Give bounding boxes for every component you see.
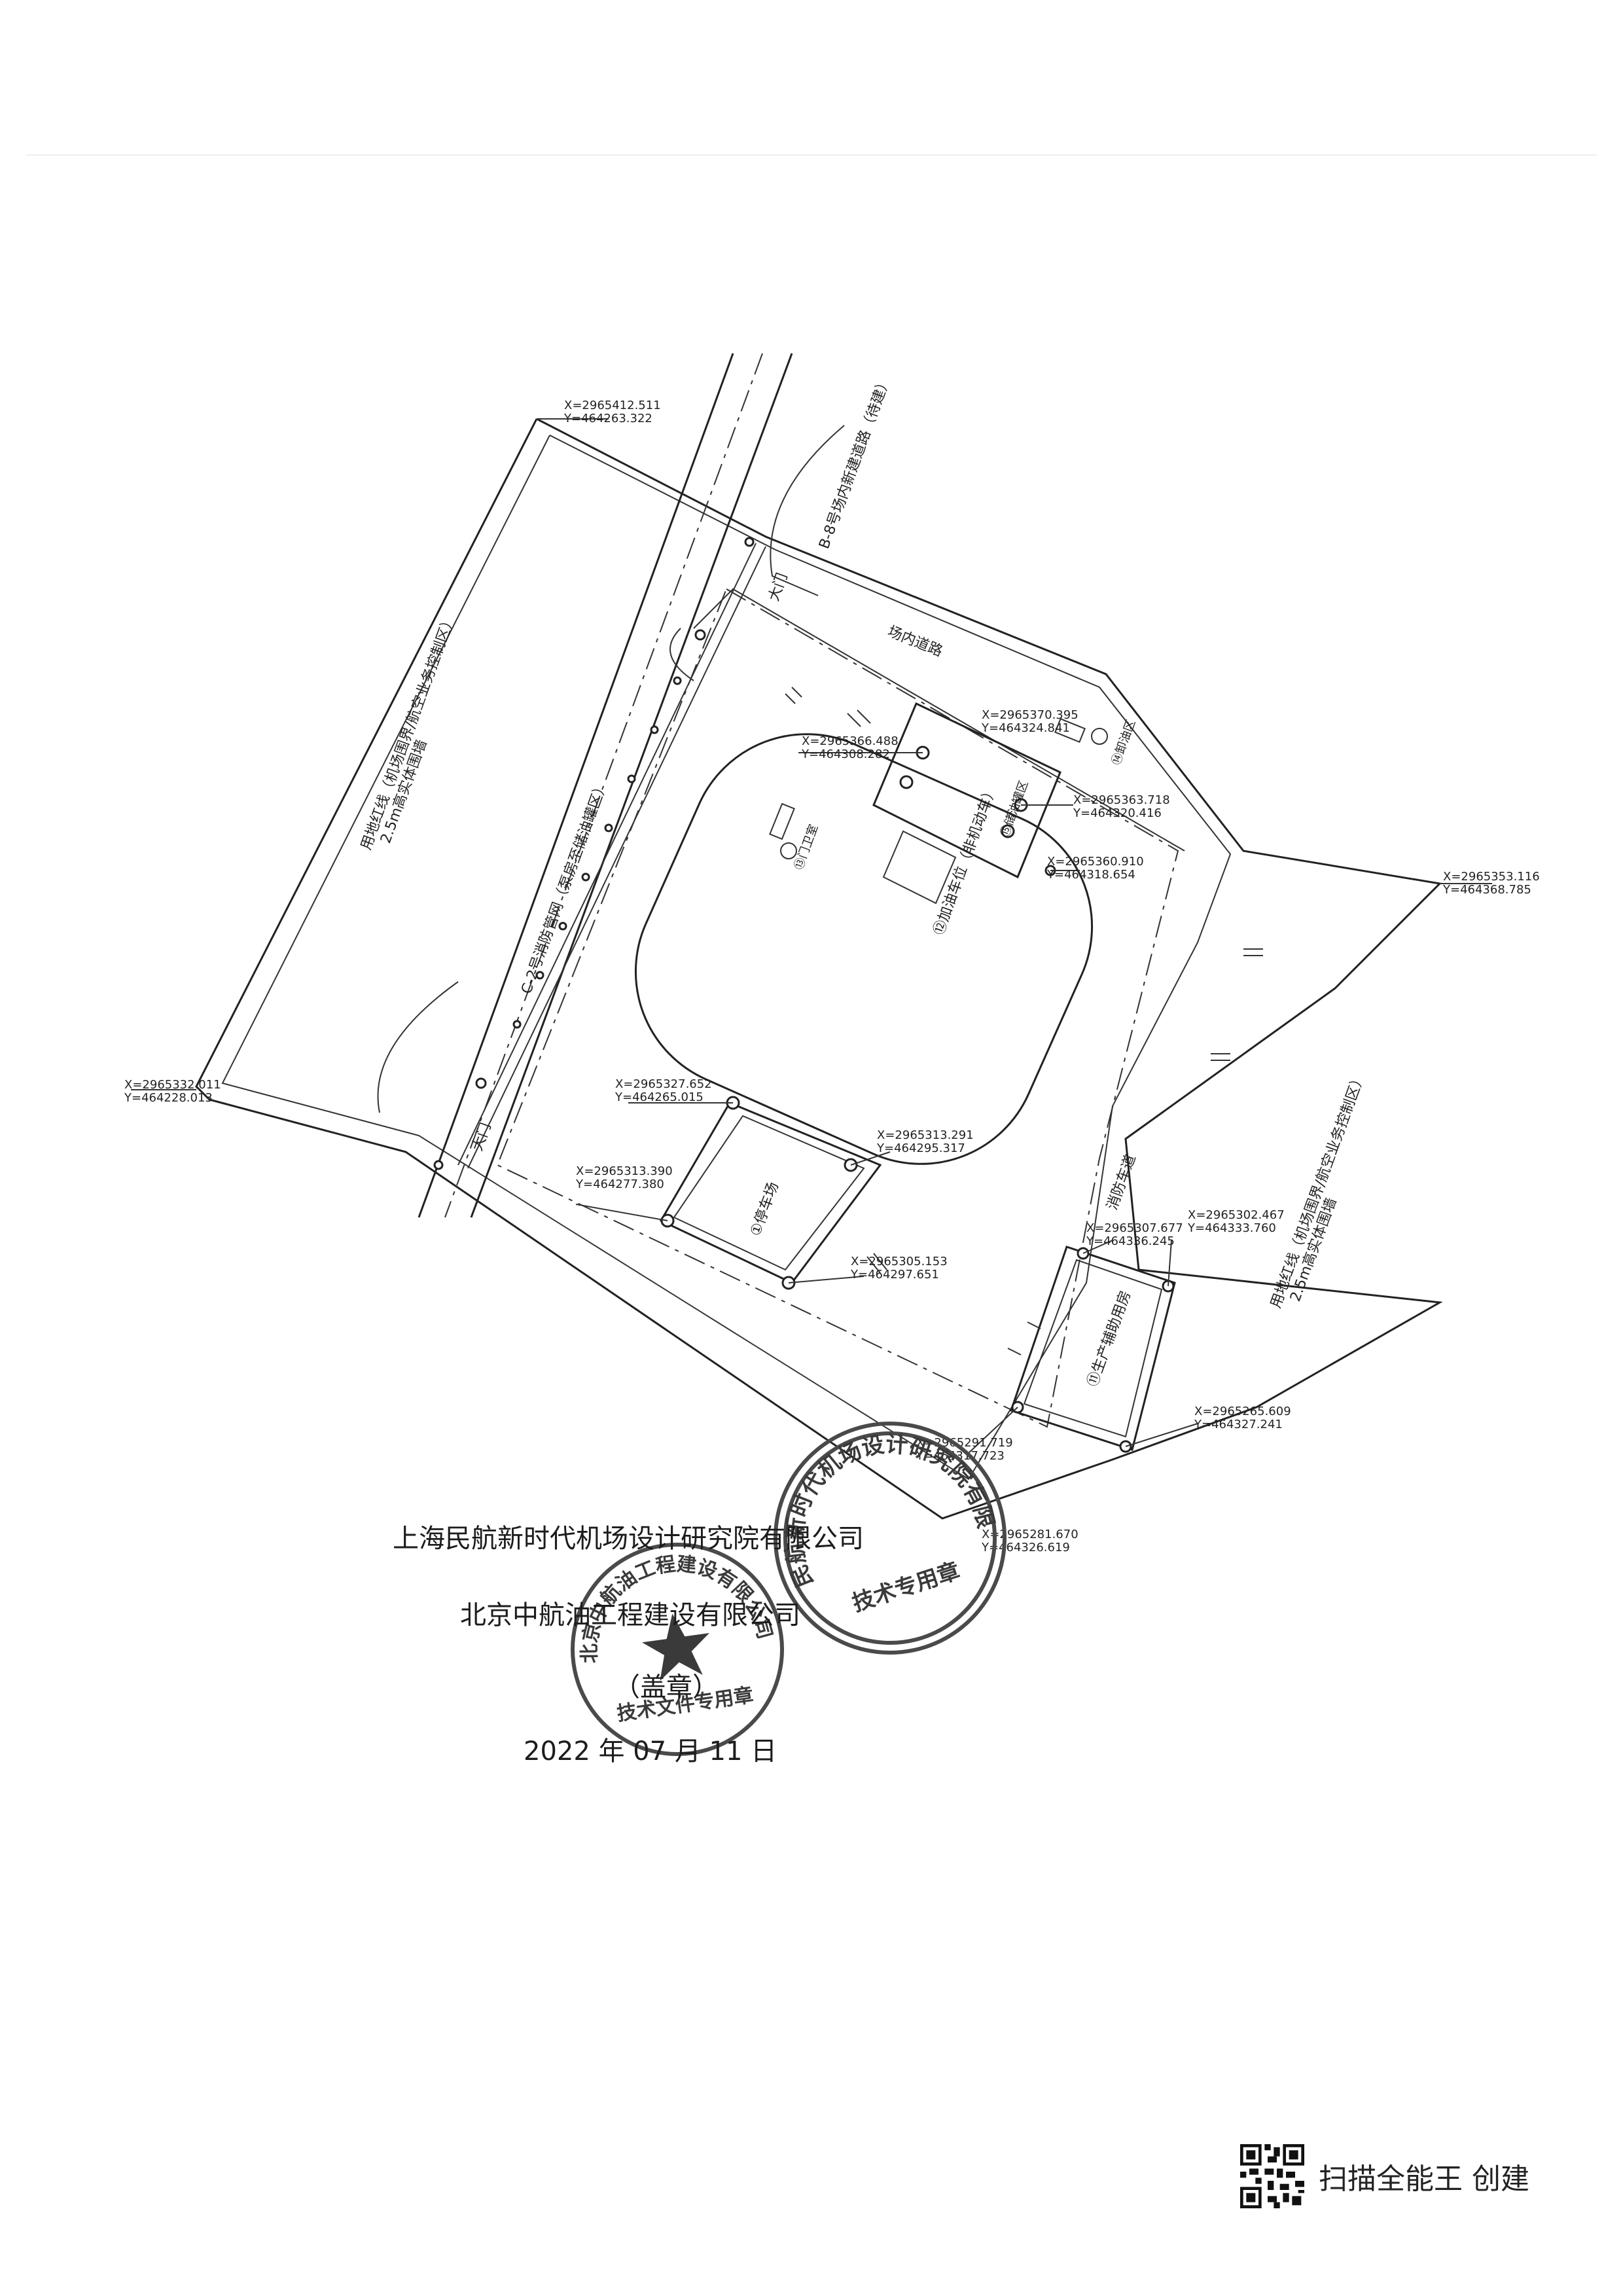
coord-label: X=2965370.395 [982,708,1079,722]
car-park-label: ①停车场 [747,1180,782,1238]
qr-code-icon [1240,2144,1304,2208]
coord-label: Y=464333.760 [1187,1221,1276,1235]
scanner-watermark: 扫描全能王 创建 [1240,2144,1529,2209]
existing-road-label: B-8号场内新建道路（待建） [816,374,894,551]
coord-label: Y=464297.651 [850,1268,939,1282]
coord-label: X=2965412.511 [564,399,661,412]
company-name-1: 上海民航新时代机场设计研究院有限公司 [393,1524,864,1554]
coord-label: Y=464318.654 [1046,868,1135,882]
coord-label: Y=464327.241 [1194,1418,1283,1431]
building-production [1007,1246,1176,1453]
coord-label: Y=464295.317 [876,1141,965,1155]
coord-label: X=2965363.718 [1073,793,1170,807]
coord-label: Y=464277.380 [575,1177,664,1191]
coord-label: X=2965307.677 [1086,1221,1183,1235]
coord-label: Y=464308.282 [801,747,890,761]
coord-label: X=2965332.011 [124,1078,221,1092]
office-label: ⑫加油车位（非机动车） [931,783,1000,937]
central-yard [634,733,1094,1165]
road-label-top: 场内道路 [885,623,945,660]
plan-annotations: 大门 大门 场内道路 消防车道 用地红线（机场围界/航空业务控制区） 2.5m高… [358,374,1368,1389]
fence-label-left-1: 用地红线（机场围界/航空业务控制区） [358,612,459,852]
pipeline [433,537,766,1170]
coord-label: Y=464317.723 [916,1449,1005,1463]
leader-lines [131,418,1492,1454]
coord-label: Y=464320.416 [1073,806,1162,820]
stamp1-ring-text: 上海民航新时代机场设计研究院有限公司 [753,1403,1000,1591]
fence-label-right-1: 用地红线（机场围界/航空业务控制区） [1268,1070,1368,1310]
coord-label: X=2965360.910 [1047,855,1144,869]
seal-label: （盖章） [614,1672,719,1702]
coord-label: X=2965313.291 [877,1128,974,1142]
coord-label: Y=464263.322 [563,412,652,425]
coord-label: Y=464368.785 [1442,883,1531,897]
gate-label-south: 大门 [469,1121,495,1153]
hatch-marks [785,687,1263,1274]
scanner-text: 扫描全能王 创建 [1319,2162,1529,2196]
access-road [418,353,845,1218]
coord-label: X=2965265.609 [1194,1405,1291,1418]
coord-label: Y=464336.245 [1086,1234,1175,1248]
coord-label: X=2965305.153 [851,1255,948,1268]
stamp1-center-text: 技术专用章 [849,1558,963,1617]
stamp-star-icon [642,1613,709,1681]
coord-label: X=2965313.390 [576,1164,673,1178]
coord-label: X=2965366.488 [802,734,899,748]
site-boundary [195,418,1443,1520]
coord-label: X=2965302.467 [1188,1208,1285,1222]
gate-label-north: 大门 [766,571,791,603]
coord-label: X=2965353.116 [1443,870,1540,884]
coordinate-labels: X=2965412.511 Y=464263.322 X=2965332.011… [124,399,1540,1554]
loading-label: ⑭卸油区 [1109,718,1138,767]
road-label-right: 消防车道 [1104,1153,1139,1212]
coord-label: Y=464324.841 [981,721,1070,735]
company-name-2: 北京中航油工程建设有限公司 [460,1600,800,1630]
building-small [769,802,797,859]
coord-label: Y=464228.013 [124,1091,213,1105]
signature-date: 2022 年 07 月 11 日 [524,1736,777,1767]
coord-label: Y=464265.015 [615,1090,704,1104]
perimeter-road [377,588,1185,1428]
building-gate-house [1054,718,1108,745]
coord-label: X=2965327.652 [615,1077,712,1091]
building-loading [872,702,1061,905]
production-label: ⑪生产辅助用房 [1084,1289,1134,1389]
